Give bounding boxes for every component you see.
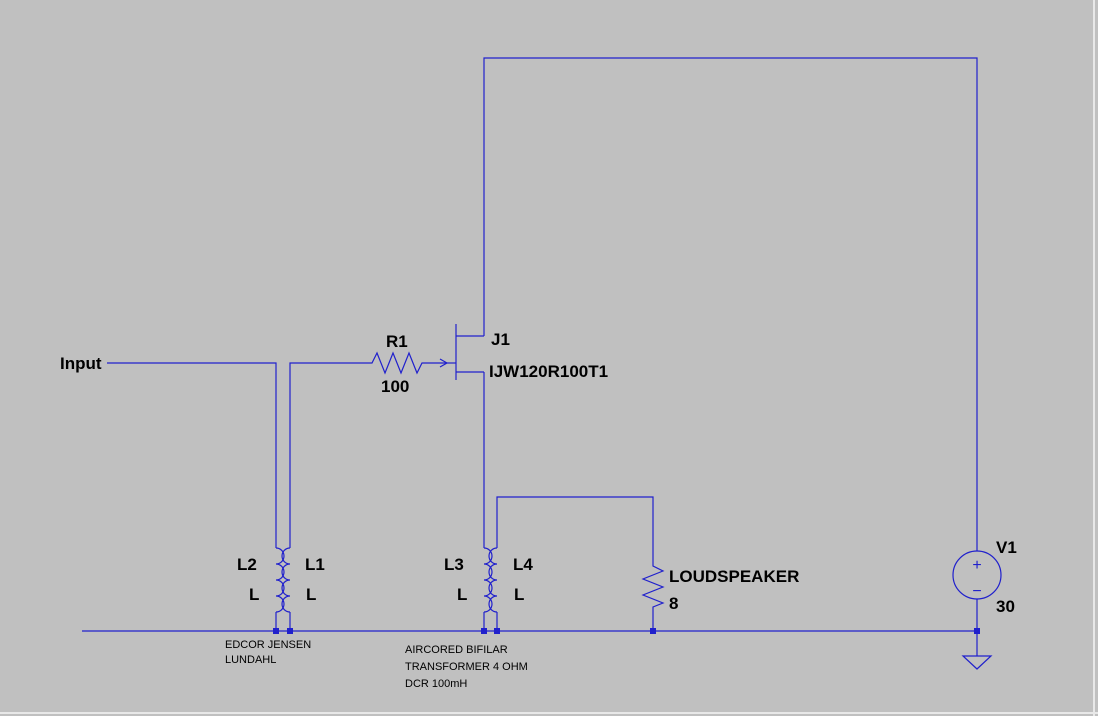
inductor-icon <box>483 547 498 631</box>
jfet-j1[interactable] <box>439 324 484 380</box>
l2-name-label: L2 <box>237 555 257 574</box>
left-transformer-note-line-1: EDCOR JENSEN <box>225 639 311 651</box>
v1-name-label: V1 <box>996 538 1017 557</box>
junction-node[interactable] <box>287 628 293 634</box>
resistor-icon <box>362 351 428 375</box>
wires <box>82 57 978 656</box>
l4-value-label: L <box>514 585 524 604</box>
canvas-bottom-border <box>0 712 1098 714</box>
ground-icon <box>961 655 993 670</box>
junction-node[interactable] <box>481 628 487 634</box>
resistor-icon <box>641 561 665 610</box>
wire-l1-to-r1[interactable] <box>289 362 362 548</box>
wire-l4-to-speaker[interactable] <box>496 496 654 561</box>
transformer-left[interactable] <box>275 547 291 631</box>
voltage-source-v1[interactable] <box>952 550 1002 600</box>
jfet-icon <box>439 324 484 380</box>
v1-value-label: 30 <box>996 597 1015 616</box>
canvas-right-border <box>1093 0 1095 716</box>
junction-node[interactable] <box>273 628 279 634</box>
left-transformer-note-line-2: LUNDAHL <box>225 654 276 666</box>
l3-name-label: L3 <box>444 555 464 574</box>
l1-name-label: L1 <box>305 555 325 574</box>
inductor-icon <box>275 547 291 631</box>
r1-value-label: 100 <box>381 377 409 396</box>
right-transformer-note-line-3: DCR 100mH <box>405 678 467 690</box>
junction-node[interactable] <box>974 628 980 634</box>
j1-model-label: IJW120R100T1 <box>489 362 608 381</box>
loudspeaker-value-label: 8 <box>669 594 678 613</box>
junction-node[interactable] <box>650 628 656 634</box>
voltage-source-icon <box>952 550 1002 600</box>
r1-name-label: R1 <box>386 332 408 351</box>
junction-nodes <box>273 628 980 634</box>
l3-value-label: L <box>457 585 467 604</box>
right-transformer-note-line-2: TRANSFORMER 4 OHM <box>405 661 528 673</box>
v1-minus-symbol: − <box>972 583 981 600</box>
loudspeaker-resistor[interactable] <box>641 561 665 610</box>
v1-plus-symbol: + <box>972 557 981 574</box>
wire-input[interactable] <box>107 362 277 548</box>
net-label-input[interactable]: Input <box>60 354 102 373</box>
l4-name-label: L4 <box>513 555 533 574</box>
transformer-right[interactable] <box>483 547 498 631</box>
l2-value-label: L <box>249 585 259 604</box>
wire-drain-to-v1[interactable] <box>483 57 978 551</box>
j1-name-label: J1 <box>491 330 510 349</box>
resistor-r1[interactable] <box>362 351 428 375</box>
junction-node[interactable] <box>494 628 500 634</box>
l1-value-label: L <box>306 585 316 604</box>
ground-symbol <box>961 655 993 670</box>
loudspeaker-name-label: LOUDSPEAKER <box>669 567 799 586</box>
right-transformer-note-line-1: AIRCORED BIFILAR <box>405 644 508 656</box>
